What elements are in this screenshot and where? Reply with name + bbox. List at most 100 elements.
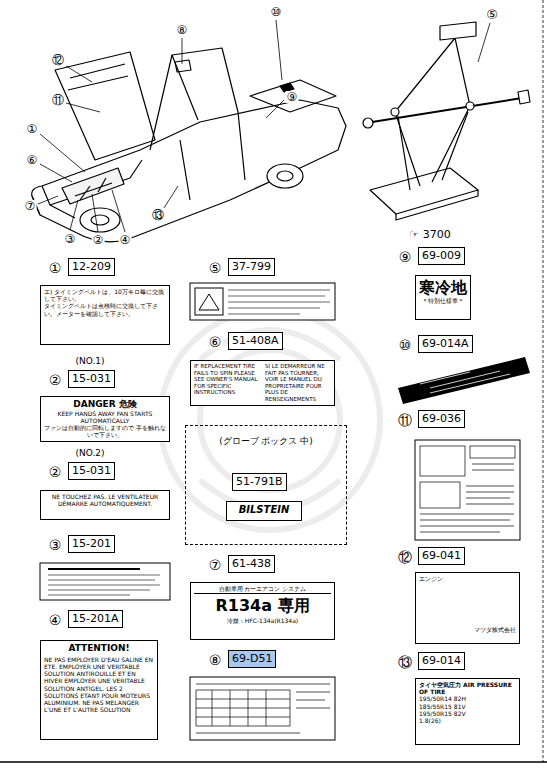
part-number-box: 15-031 [68,370,115,388]
line-art [66,103,100,112]
line-art [370,168,478,214]
label-text: タイミングベルトは点検時に交換して下さい。メーターを確認して下さい。 [44,302,166,316]
callout-number: ⑧ [176,24,189,36]
sticker-15-201 [40,563,170,600]
callout-number: ① [26,123,39,135]
line-art [195,288,223,315]
label-text: ATTENTION! [44,643,154,654]
label-sticker: IF REPLACEMENT TIRE FAILS TO SPIN PLEASE… [190,360,335,406]
callout-number: ② [48,465,63,479]
label-text: エンジン [419,575,516,582]
line-art [196,690,290,726]
line-art [398,357,530,404]
part-number: 61-438 [232,556,271,571]
part-number: 69-014 [422,653,461,668]
line-art [228,308,320,309]
line-art [48,580,155,581]
part-number-box: 69-014A [418,335,473,353]
line-art [415,440,520,540]
part-number: 15-031 [72,463,111,478]
line-art [228,290,330,291]
label-sticker: エ) タイミングベルトは、10万キロ毎に交換して下さい。タイミングベルトは点検時… [40,285,170,345]
label-sticker: 寒冷地＊特別仕様車＊ [415,275,471,320]
label-sticker: エンジンマツダ株式会社 [415,572,520,644]
label-sticker: BILSTEIN [226,501,302,521]
callout-number: ⑥ [26,154,39,166]
part-number-box: 15-201 [68,535,115,553]
label-text: 1.8(26) [419,717,516,724]
line-art [518,90,530,104]
part-number-box: 69-D51 [228,650,276,668]
line-art [38,196,58,204]
label-text: 195/50R15 82V [419,710,516,717]
line-art [396,190,478,220]
part-number: 69-009 [422,248,461,263]
line-art [66,66,92,82]
line-art [199,294,219,310]
line-art [228,296,325,297]
leader-lines [38,20,490,232]
callout-number: ⑪ [397,413,413,427]
callout-number: ⑧ [208,653,223,667]
sticker-37-799 [190,283,335,320]
callout-number: ③ [64,233,77,245]
part-number-box: 69-041 [418,547,465,565]
label-text: 自動車用 カーエアコン システム [194,585,331,594]
line-art [40,134,85,172]
variant-note: (NO.2) [74,449,105,458]
label-text: NE PAS EMPLOYER D'EAU SALINE EN ETE. EMP… [44,656,154,714]
line-art [50,160,142,205]
line-art [175,60,191,72]
line-art [250,80,336,112]
line-art [200,330,340,510]
callout-number: ⑨ [398,250,413,264]
line-art [478,23,490,62]
line-art [75,178,112,200]
line-art [182,38,183,64]
line-art [196,692,330,733]
line-art [48,568,140,570]
line-art [420,464,514,532]
line-art [267,164,303,188]
label-text: 195/50R14 82H [419,695,516,702]
label-text: KEEP HANDS AWAY FAN STARTS AUTOMATICALLY [44,410,166,424]
label-sticker: ATTENTION! NE PAS EMPLOYER D'EAU SALINE E… [40,640,158,740]
label-text: SI LE DEMARREUR NE FAIT PAS TOURNER, VOI… [265,363,331,403]
line-art [190,283,335,320]
part-number: 51-408A [232,333,279,348]
line-art [372,98,522,122]
callout-number: ⑬ [151,209,165,221]
jack-drawing [363,22,530,220]
callout-number: ⑫ [51,54,65,66]
callout-number: ④ [119,234,132,246]
watermark [160,310,380,530]
callout-number: ⑥ [208,335,223,349]
line-art [68,64,128,90]
callout-number: ⑩ [398,338,413,352]
label-text: タイヤ空気圧力 AIR PRESSURE OF TIRE [419,681,516,695]
line-art [190,677,335,740]
callout-number: ⑪ [51,94,65,106]
label-text: 冷媒：HFC-134a(R134a) [194,617,331,624]
part-number-box: 37-799 [228,258,275,276]
line-art [48,585,160,586]
line-art [277,171,293,181]
label-text: NE TOUCHEZ PAS. LE VENTILATEUR DÉMARRE A… [44,493,166,507]
line-art [543,0,544,762]
variant-note: (NO.1) [74,357,105,366]
line-art [0,761,547,763]
callout-number: ⑦ [24,200,37,212]
line-art [91,215,109,225]
line-art [440,22,476,40]
sticker-69-D51 [190,677,335,740]
callout-number: ⑤ [208,261,223,275]
line-art [92,194,98,232]
label-text: IF REPLACEMENT TIRE FAILS TO SPIN PLEASE… [194,363,260,403]
line-art [40,563,170,600]
label-text: DANGER 危険 [44,399,166,410]
line-art [420,371,510,393]
line-art [196,690,290,726]
part-number: 37-799 [232,259,271,274]
part-number: 15-201 [72,536,111,551]
